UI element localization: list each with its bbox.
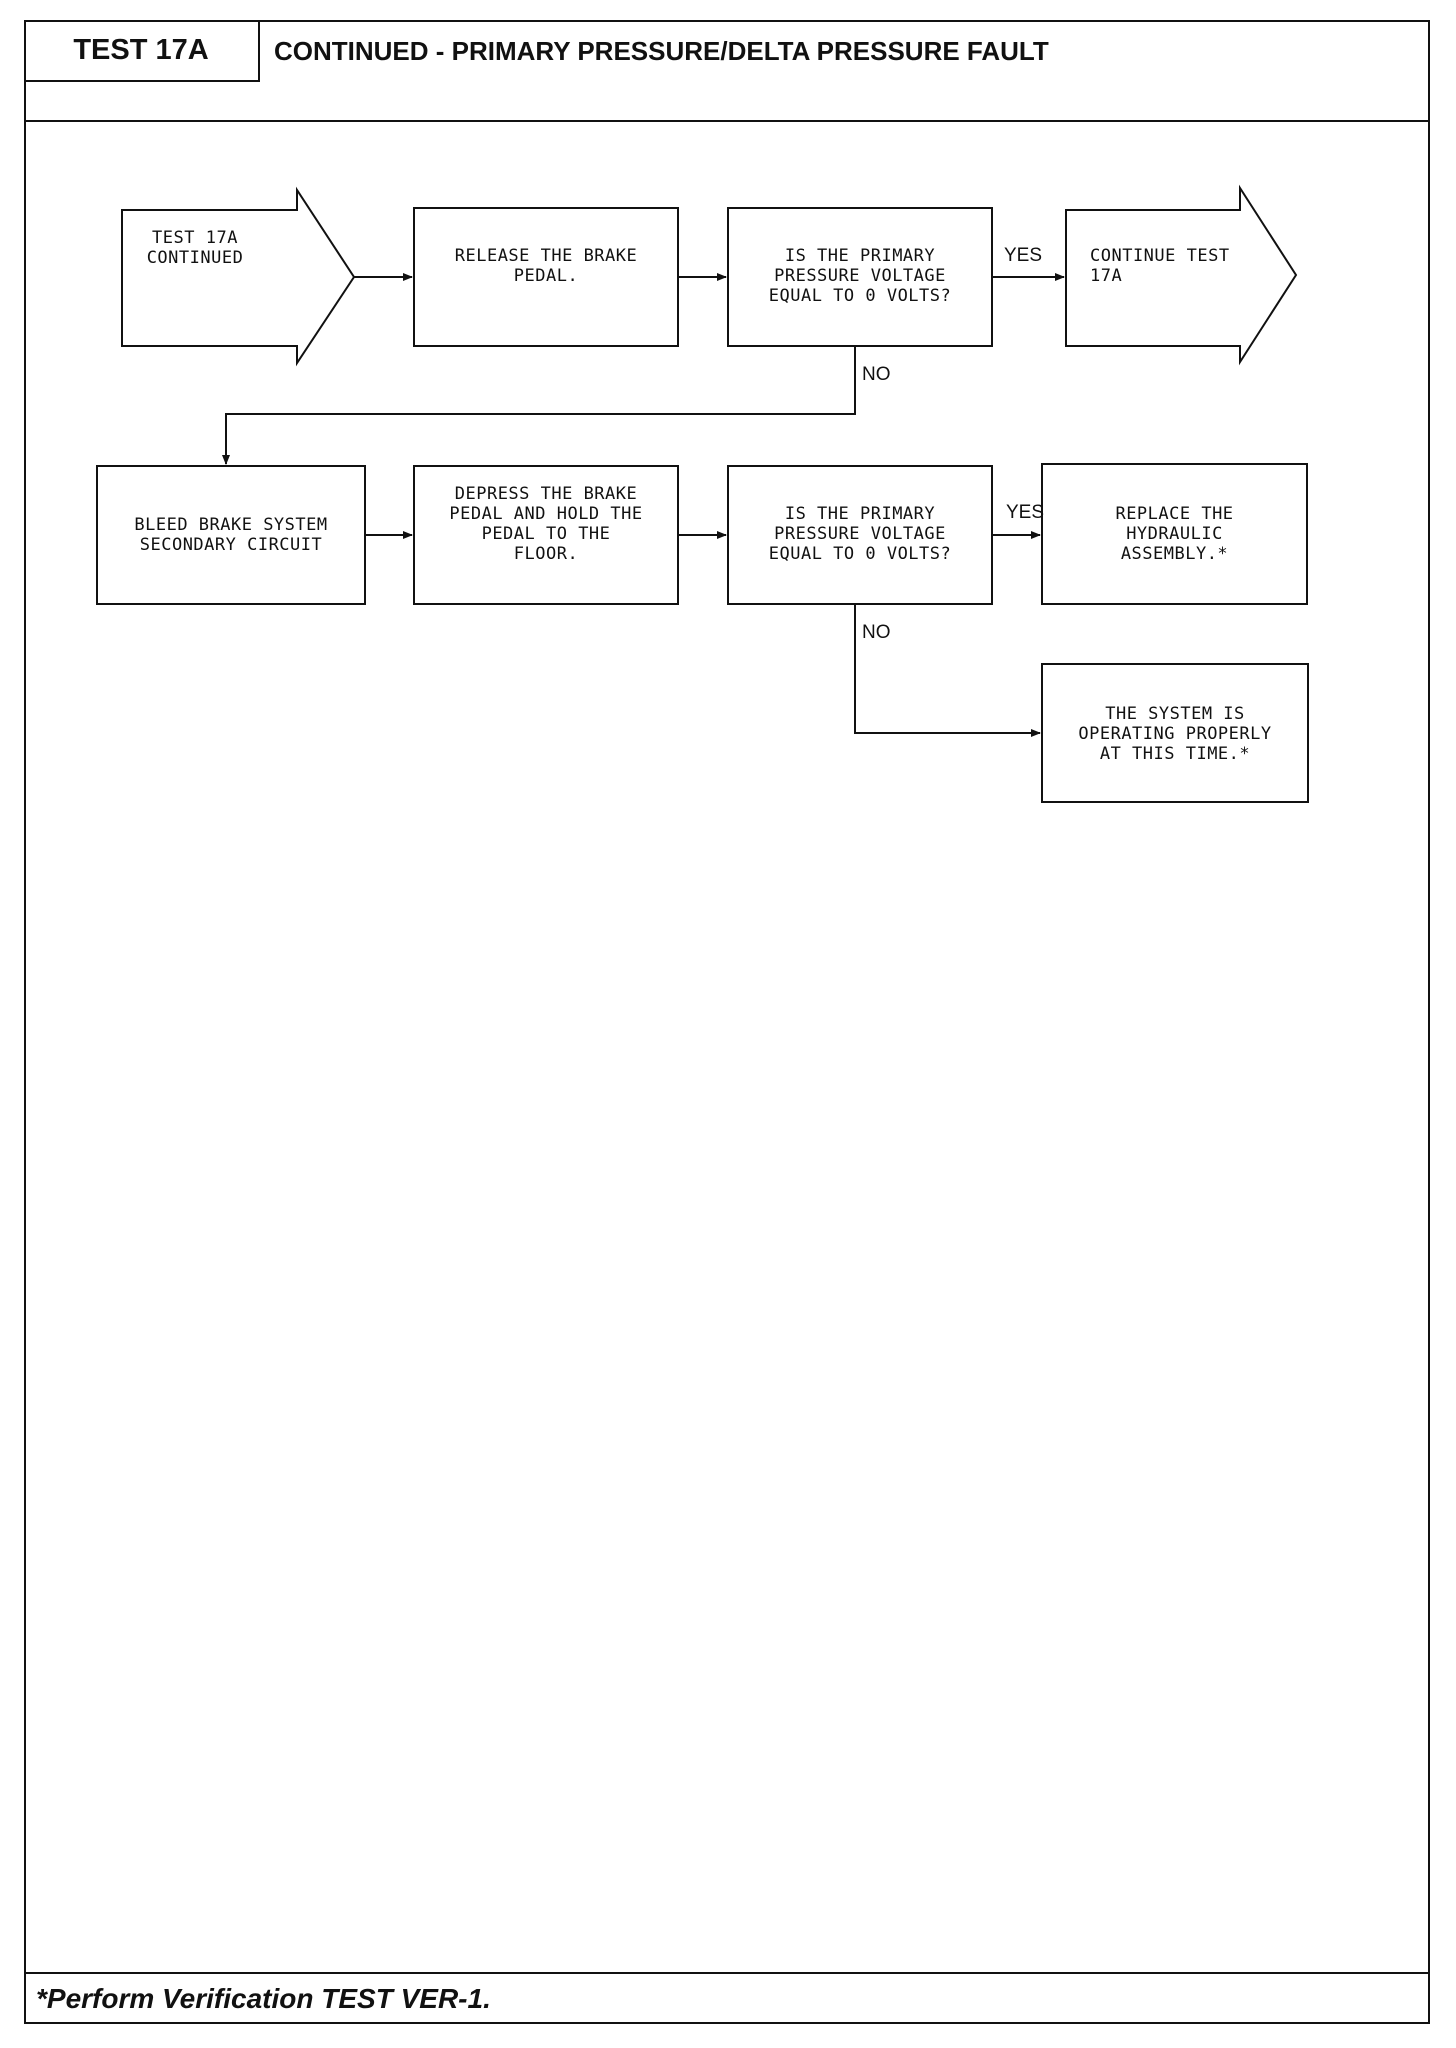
yes2-label: YES <box>1006 502 1045 523</box>
bleed-label: BLEED BRAKE SYSTEM SECONDARY CIRCUIT <box>134 515 328 555</box>
release-label: RELEASE THE BRAKE PEDAL. <box>454 246 638 286</box>
header-row <box>24 20 1430 122</box>
replace-box <box>1041 463 1308 605</box>
page-title: CONTINUED - PRIMARY PRESSURE/DELTA PRESS… <box>274 36 1049 66</box>
page-frame <box>24 20 1430 2024</box>
edge-question2-ok <box>854 604 1041 737</box>
depress-label: DEPRESS THE BRAKE PEDAL AND HOLD THE PED… <box>449 484 643 564</box>
question2-label: IS THE PRIMARY PRESSURE VOLTAGE EQUAL TO… <box>768 504 952 564</box>
continue-arrow-shape <box>1065 184 1298 366</box>
question1-label: IS THE PRIMARY PRESSURE VOLTAGE EQUAL TO… <box>768 246 952 306</box>
start-label: TEST 17A CONTINUED <box>146 228 244 268</box>
no1-label: NO <box>862 364 891 385</box>
ok-box <box>1041 663 1309 803</box>
start-arrow-shape <box>121 186 356 367</box>
continue-label: CONTINUE TEST 17A <box>1090 246 1230 286</box>
replace-label: REPLACE THE HYDRAULIC ASSEMBLY.* <box>1115 504 1234 564</box>
footer-divider <box>24 1972 1430 1974</box>
yes1-label: YES <box>1004 245 1043 266</box>
edge-question1-bleed <box>222 346 856 465</box>
no2-label: NO <box>862 622 891 643</box>
test-label: TEST 17A <box>24 20 260 82</box>
footer-note: *Perform Verification TEST VER-1. <box>36 1983 491 2014</box>
ok-label: THE SYSTEM IS OPERATING PROPERLY AT THIS… <box>1078 704 1272 764</box>
